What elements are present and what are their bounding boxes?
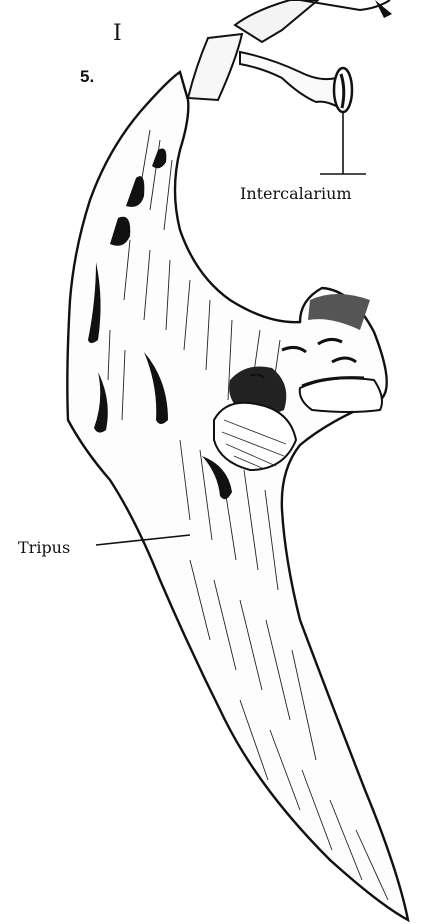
upper-stippled-process [235,0,392,42]
intercalarium-ossicle [240,52,352,112]
tripus-bone [67,72,408,920]
intercalarium-label: Intercalarium [240,184,352,203]
tripus-label: Tripus [18,538,70,557]
top-tick-mark: I [113,21,122,46]
figure-number: 5. [80,67,94,86]
intercalarium-leader [320,112,366,174]
stippled-stem [188,34,242,100]
